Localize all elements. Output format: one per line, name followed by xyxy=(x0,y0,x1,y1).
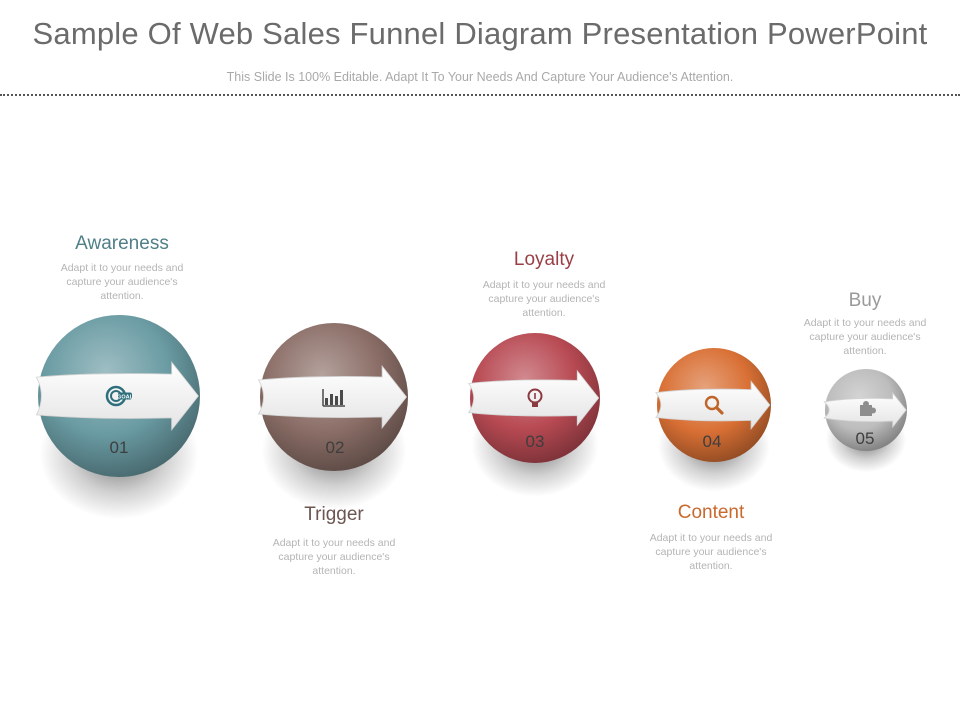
stage-3-number: 03 xyxy=(525,432,545,451)
stage-1-sphere-group: GOAL xyxy=(35,315,200,520)
stage-5-sphere-group xyxy=(823,369,907,473)
stage-4-description: Adapt it to your needs and capture your … xyxy=(649,532,773,572)
header-divider xyxy=(0,94,960,96)
stage-4-title: Content xyxy=(677,502,745,523)
stage-4-sphere-group xyxy=(655,348,771,492)
stage-1-description: Adapt it to your needs and capture your … xyxy=(60,262,184,302)
stage-2-title: Trigger xyxy=(304,504,364,525)
puzzle-icon xyxy=(860,401,876,416)
stage-1-arrow xyxy=(35,360,199,432)
stage-1-title: Awareness xyxy=(75,233,169,254)
stage-1-number: 01 xyxy=(109,438,129,457)
page-title: Sample Of Web Sales Funnel Diagram Prese… xyxy=(32,16,928,51)
stage-2-number: 02 xyxy=(325,438,345,457)
goal-icon: GOAL xyxy=(105,385,134,407)
stage-3-description: Adapt it to your needs and capture your … xyxy=(482,279,606,319)
stage-5-title: Buy xyxy=(848,290,882,311)
stage-4-arrow xyxy=(655,379,771,431)
stage-3-sphere-group xyxy=(467,333,600,497)
page-subtitle: This Slide Is 100% Editable. Adapt It To… xyxy=(226,70,734,84)
stage-2-sphere-group xyxy=(257,323,408,510)
goal-icon-text: GOAL xyxy=(117,394,134,400)
stage-2-description: Adapt it to your needs and capture your … xyxy=(272,537,396,577)
stage-5-number: 05 xyxy=(855,429,875,448)
stage-4-number: 04 xyxy=(702,432,722,451)
stage-3-title: Loyalty xyxy=(513,249,575,270)
stage-5-description: Adapt it to your needs and capture your … xyxy=(803,317,927,357)
magnifier-icon xyxy=(704,395,724,415)
lightbulb-icon xyxy=(527,388,543,407)
bar-chart-icon xyxy=(322,389,345,407)
stage-3-arrow xyxy=(467,369,600,427)
